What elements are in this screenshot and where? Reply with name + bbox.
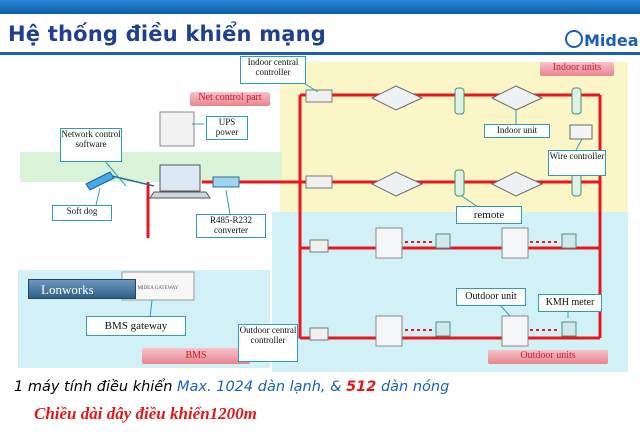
- logo-text: Midea: [584, 31, 639, 50]
- bms-label: BMS: [142, 348, 250, 364]
- central-controller-icons: [305, 89, 333, 341]
- outdoor-central-controller-label: Outdoor central controller: [238, 324, 298, 362]
- lonworks-label: Lonworks: [28, 279, 136, 299]
- cassette-unit-icons: [370, 85, 544, 197]
- capacity-text-1: 1 máy tính điều khiển: [14, 379, 173, 395]
- brand-logo: Midea: [565, 30, 639, 50]
- title-rule: [0, 52, 640, 55]
- unit-links: [405, 94, 570, 331]
- remote-label: remote: [456, 206, 522, 224]
- kmh-meter-icons: [435, 233, 577, 337]
- soft-dog-icon: [85, 171, 115, 191]
- outdoor-unit-icons: [375, 227, 529, 347]
- wire-controller-icon: [569, 124, 593, 140]
- wire-controller-label: Wire controller: [548, 150, 606, 176]
- indoor-units-label: Indoor units: [540, 62, 614, 76]
- indoor-central-controller-label: Indoor central controller: [240, 56, 306, 84]
- capacity-text-3: dàn nóng: [380, 379, 450, 395]
- converter-label: R485-R232 converter: [196, 214, 266, 238]
- converter-icon: [212, 176, 240, 188]
- indoor-unit-label: Indoor unit: [484, 124, 550, 138]
- outdoor-unit-label: Outdoor unit: [456, 288, 526, 306]
- bms-gateway-label: BMS gateway: [86, 316, 186, 336]
- net-control-part-label: Net control part: [190, 92, 270, 106]
- outdoor-units-label: Outdoor units: [488, 350, 608, 364]
- top-bar: [0, 0, 640, 14]
- capacity-outdoor-max: 512: [346, 379, 377, 395]
- laptop-icon: [149, 164, 211, 199]
- capacity-indoor-max: Max. 1024: [177, 379, 254, 395]
- gateway-device-label: MIDEA GATEWAY: [137, 286, 178, 291]
- capacity-text-2: dàn lạnh, &: [257, 379, 342, 395]
- page-title: Hệ thống điều khiển mạng: [8, 22, 327, 46]
- kmh-meter-label: KMH meter: [538, 294, 602, 312]
- ups-icon: [159, 111, 195, 147]
- logo-mark-icon: [565, 30, 583, 48]
- soft-dog-label: Soft dog: [52, 205, 112, 221]
- remote-icons: [454, 87, 582, 197]
- capacity-line: 1 máy tính điều khiển Max. 1024 dàn lạnh…: [14, 379, 449, 395]
- network-control-software-label: Network control software: [60, 128, 122, 162]
- ups-power-label: UPS power: [206, 116, 248, 140]
- wire-length-line: Chiều dài dây điều khiển1200m: [34, 404, 257, 423]
